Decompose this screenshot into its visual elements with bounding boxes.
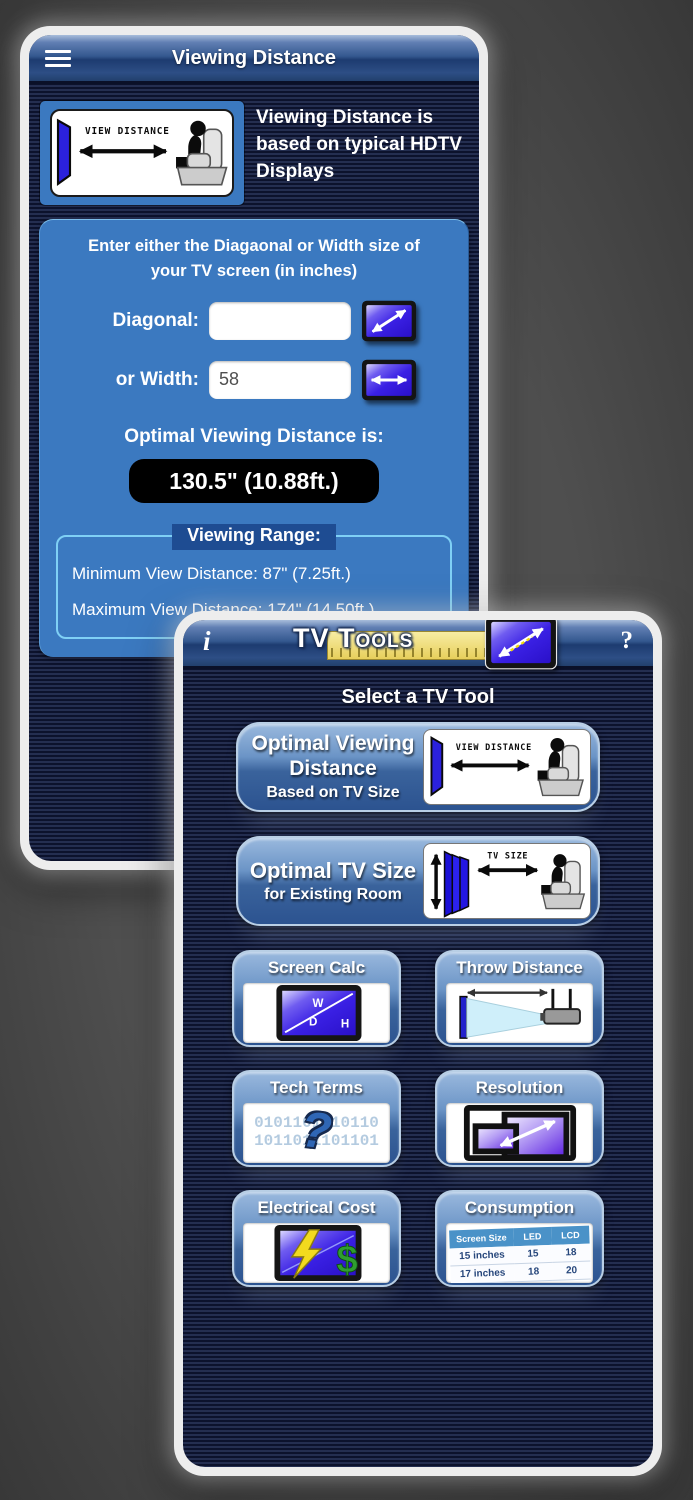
- cell: 15 inches: [449, 1246, 514, 1266]
- binary-row: 1011011101101: [254, 1132, 379, 1150]
- tech-terms-icon: 0101101010110 1011011101101 ?: [243, 1103, 390, 1163]
- width-label: or Width:: [115, 368, 199, 390]
- tv-diagonal-icon: [361, 299, 417, 343]
- cell: 18: [513, 1262, 553, 1282]
- cell: 18: [551, 1243, 590, 1263]
- cell: 15: [513, 1244, 552, 1264]
- consumption-table-icon: Screen Size LED LCD 15 inches 15 18: [446, 1223, 593, 1283]
- button-throw-distance[interactable]: Throw Distance: [435, 950, 604, 1047]
- width-input[interactable]: [209, 360, 351, 399]
- select-tool-subtitle: Select a TV Tool: [341, 686, 495, 708]
- button-title: Optimal Viewing Distance: [251, 732, 415, 780]
- throw-distance-icon: [446, 983, 593, 1043]
- size-entry-panel: Enter either the Diagaonal or Width size…: [39, 219, 469, 657]
- tv-diagonal-logo-icon: [483, 620, 559, 670]
- hero-text: Viewing Distance is based on typical HDT…: [256, 107, 462, 182]
- button-tech-terms[interactable]: Tech Terms 0101101010110 1011011101101 ?: [232, 1070, 401, 1167]
- cell: 20: [551, 1261, 591, 1281]
- tv-tools-logo: TV Tools: [293, 620, 543, 666]
- col-header: LCD: [550, 1225, 590, 1245]
- button-title: Electrical Cost: [257, 1198, 376, 1217]
- help-icon[interactable]: ?: [620, 627, 634, 654]
- button-title: Resolution: [475, 1078, 564, 1097]
- button-screen-calc[interactable]: Screen Calc: [232, 950, 401, 1047]
- tv-tools-screen-body: i TV Tools ? Select a TV Tool Optimal Vi…: [183, 620, 653, 1467]
- view-distance-illustration-box: [40, 101, 244, 205]
- cell: 17 inches: [449, 1263, 515, 1283]
- optimal-distance-value: 130.5" (10.88ft.): [129, 458, 379, 503]
- button-label: Optimal Viewing Distance Based on TV Siz…: [243, 732, 423, 801]
- button-title: Throw Distance: [456, 958, 583, 977]
- diagonal-label: Diagonal:: [112, 309, 199, 331]
- button-title: Consumption: [464, 1198, 575, 1217]
- tv-size-icon: [423, 843, 591, 919]
- diagonal-input[interactable]: [209, 301, 351, 340]
- table-row: 17 inches 18 20: [449, 1261, 591, 1283]
- info-icon[interactable]: i: [203, 626, 211, 656]
- min-view-distance: Minimum View Distance: 87" (7.25ft.): [72, 563, 351, 583]
- viewing-distance-screen-body: Viewing Distance Viewing Distance is bas…: [29, 35, 479, 861]
- button-label: Optimal TV Size for Existing Room: [243, 858, 423, 904]
- button-optimal-tv-size[interactable]: Optimal TV Size for Existing Room: [236, 836, 600, 926]
- button-title: Tech Terms: [270, 1078, 363, 1097]
- button-electrical-cost[interactable]: Electrical Cost: [232, 1190, 401, 1287]
- viewing-distance-header: Viewing Distance: [29, 35, 479, 84]
- button-subtitle: for Existing Room: [264, 886, 402, 904]
- button-resolution[interactable]: Resolution: [435, 1070, 604, 1167]
- viewing-distance-screen: Viewing Distance Viewing Distance is bas…: [20, 26, 488, 870]
- resolution-icon: [446, 1103, 593, 1163]
- tv-tools-screen: i TV Tools ? Select a TV Tool Optimal Vi…: [174, 611, 662, 1476]
- tool-grid: Screen Calc Throw Distance Tech Terms 01…: [232, 950, 604, 1287]
- electrical-cost-icon: [243, 1223, 390, 1283]
- form-heading: Enter either the Diagaonal or Width size…: [88, 237, 420, 280]
- hero-row: Viewing Distance is based on typical HDT…: [29, 84, 479, 209]
- binary-graphic: 0101101010110 1011011101101 ?: [254, 1103, 379, 1160]
- page-title: Viewing Distance: [171, 46, 337, 69]
- view-distance-icon: [423, 729, 591, 805]
- button-title: Screen Calc: [267, 958, 366, 977]
- diagonal-row: Diagonal:: [46, 299, 462, 343]
- screen-calc-icon: [243, 983, 390, 1043]
- hamburger-menu-icon[interactable]: [45, 50, 71, 67]
- consumption-mini-table: Screen Size LED LCD 15 inches 15 18: [448, 1225, 591, 1283]
- button-title: Optimal TV Size: [249, 857, 417, 883]
- width-row: or Width:: [46, 358, 462, 402]
- question-mark-glyph: ?: [298, 1103, 335, 1160]
- col-header: Screen Size: [448, 1228, 514, 1249]
- button-subtitle: Based on TV Size: [266, 783, 400, 801]
- tv-width-icon: [361, 358, 417, 402]
- viewing-range-title: Viewing Range:: [172, 523, 336, 550]
- tv-tools-header: i TV Tools ?: [183, 620, 653, 669]
- col-header: LED: [512, 1226, 552, 1247]
- optimal-distance-heading: Optimal Viewing Distance is:: [124, 425, 384, 447]
- binary-row: 0101101010110: [254, 1114, 379, 1133]
- logo-text: TV Tools: [293, 623, 414, 653]
- button-consumption[interactable]: Consumption Screen Size LED LCD: [435, 1190, 604, 1287]
- button-optimal-viewing-distance[interactable]: Optimal Viewing Distance Based on TV Siz…: [236, 722, 600, 812]
- view-distance-illustration: [50, 109, 234, 197]
